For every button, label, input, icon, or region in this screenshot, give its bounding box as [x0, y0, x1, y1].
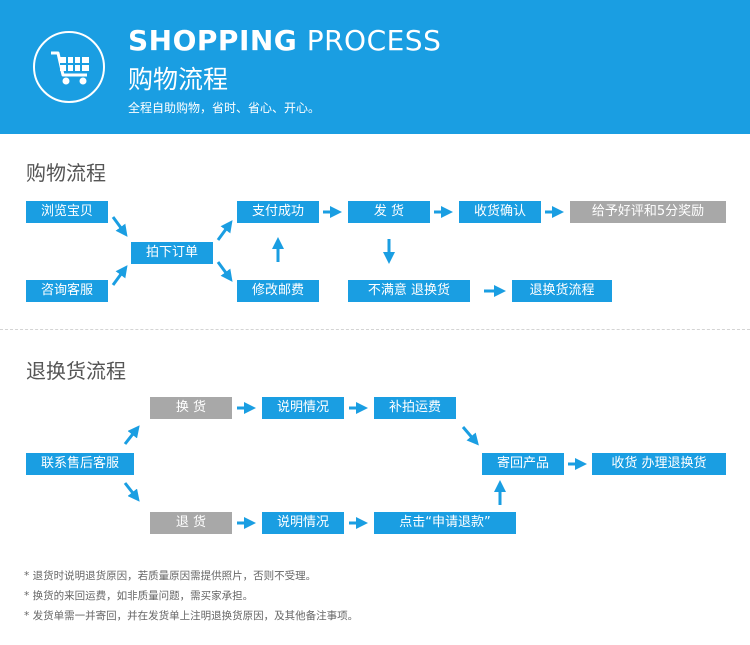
step-ship: 发 货 [348, 201, 430, 223]
arrow-contact-to-exchange [123, 425, 140, 445]
step-browse: 浏览宝贝 [26, 201, 108, 223]
arrow-repost-to-sendback [461, 426, 479, 446]
returns-section-title: 退换货流程 [26, 359, 126, 383]
arrow-consult-to-order [111, 265, 128, 286]
cart-icon-circle [33, 31, 105, 103]
arrow-order-to-modify [216, 261, 233, 282]
step-explain-exchange: 说明情况 [262, 397, 344, 419]
header-title-en: SHOPPING PROCESS [128, 24, 442, 57]
step-consult: 咨询客服 [26, 280, 108, 302]
notes-list: * 退货时说明退货原因，若质量原因需提供照片，否则不受理。 * 换货的来回运费，… [24, 566, 358, 626]
step-explain-refund: 说明情况 [262, 512, 344, 534]
step-exchange: 换 货 [150, 397, 232, 419]
step-apply-refund: 点击“申请退款” [374, 512, 516, 534]
section-divider [0, 329, 750, 331]
step-give-review: 给予好评和5分奖励 [570, 201, 726, 223]
step-contact-service: 联系售后客服 [26, 453, 134, 475]
note-item: * 换货的来回运费，如非质量问题，需买家承担。 [24, 590, 254, 602]
note-item: * 退货时说明退货原因，若质量原因需提供照片，否则不受理。 [24, 570, 317, 582]
header-banner: SHOPPING PROCESS 购物流程 全程自助购物，省时、省心、开心。 [0, 0, 750, 134]
step-place-order: 拍下订单 [131, 242, 213, 264]
arrow-order-to-pay [216, 220, 233, 241]
shopping-cart-icon [51, 51, 89, 85]
step-send-back: 寄回产品 [482, 453, 564, 475]
header-subtitle: 全程自助购物，省时、省心、开心。 [128, 101, 321, 115]
shopping-section-title: 购物流程 [26, 161, 106, 185]
step-unsatisfied-return: 不满意 退换货 [348, 280, 470, 302]
note-item: * 发货单需一并寄回，并在发货单上注明退换货原因，及其他备注事项。 [24, 610, 359, 622]
step-repost-fee: 补拍运费 [374, 397, 456, 419]
step-return-flow: 退换货流程 [512, 280, 612, 302]
step-receive-process: 收货 办理退换货 [592, 453, 726, 475]
step-refund: 退 货 [150, 512, 232, 534]
arrow-browse-to-order [111, 216, 128, 237]
step-payment-success: 支付成功 [237, 201, 319, 223]
step-modify-postage: 修改邮费 [237, 280, 319, 302]
arrow-contact-to-refund [123, 482, 140, 502]
header-title-cn: 购物流程 [128, 65, 229, 94]
step-confirm-receipt: 收货确认 [459, 201, 541, 223]
